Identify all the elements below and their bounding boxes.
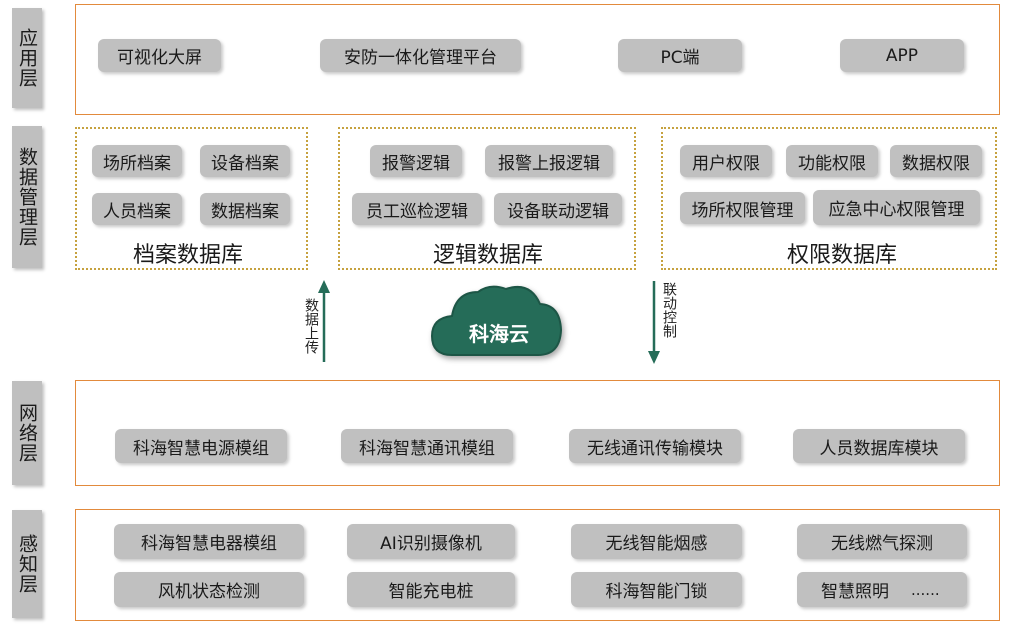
smart-lighting-label: 智慧照明 xyxy=(821,582,889,602)
archive-item-personnel: 人员档案 xyxy=(92,193,182,225)
layer-label-perception: 感知层 xyxy=(12,510,42,618)
layer-label-network: 网络层 xyxy=(12,381,42,485)
upload-arrow-label: 数据上传 xyxy=(303,298,319,354)
permission-item-function: 功能权限 xyxy=(786,145,878,177)
logic-database-group xyxy=(338,127,636,270)
perception-item-fan-monitor: 风机状态检测 xyxy=(114,572,304,607)
perception-item-charging-pile: 智能充电桩 xyxy=(347,572,515,607)
control-arrow-label: 联动控制 xyxy=(661,282,677,338)
layer-label-data-management: 数据管理层 xyxy=(12,126,42,268)
permission-database-title: 权限数据库 xyxy=(786,243,898,268)
logic-database-title: 逻辑数据库 xyxy=(432,243,544,268)
logic-item-device-linkage: 设备联动逻辑 xyxy=(494,193,622,225)
perception-item-smart-lock: 科海智能门锁 xyxy=(571,572,742,607)
network-item-wireless-module: 无线通讯传输模块 xyxy=(569,429,741,463)
archive-item-site: 场所档案 xyxy=(92,145,182,177)
cloud-label: 科海云 xyxy=(469,322,529,346)
network-item-comm-module: 科海智慧通讯模组 xyxy=(341,429,513,463)
perception-item-smart-lighting: 智慧照明 ...... xyxy=(797,572,967,607)
permission-database-group xyxy=(661,127,997,270)
upload-arrow xyxy=(318,280,330,362)
permission-item-emergency-center: 应急中心权限管理 xyxy=(813,190,980,225)
archive-item-device: 设备档案 xyxy=(200,145,290,177)
app-item-app: APP xyxy=(840,39,964,72)
archive-database-title: 档案数据库 xyxy=(132,243,244,268)
permission-item-user: 用户权限 xyxy=(680,145,772,177)
logic-item-staff-patrol: 员工巡检逻辑 xyxy=(352,193,482,225)
permission-item-data: 数据权限 xyxy=(890,145,982,177)
perception-item-ai-camera: AI识别摄像机 xyxy=(347,524,515,559)
permission-item-site-management: 场所权限管理 xyxy=(680,192,805,224)
archive-database-group xyxy=(75,127,308,270)
layer-label-application: 应用层 xyxy=(12,8,42,108)
perception-item-gas-detector: 无线燃气探测 xyxy=(797,524,967,559)
more-items-ellipsis: ...... xyxy=(911,580,940,599)
network-item-power-module: 科海智慧电源模组 xyxy=(115,429,287,463)
perception-item-appliance-module: 科海智慧电器模组 xyxy=(114,524,304,559)
control-arrow xyxy=(648,281,660,364)
app-item-visual-screen: 可视化大屏 xyxy=(98,39,221,72)
logic-item-alarm-report: 报警上报逻辑 xyxy=(485,145,613,177)
archive-item-data: 数据档案 xyxy=(200,193,290,225)
app-item-security-platform: 安防一体化管理平台 xyxy=(320,39,521,72)
logic-item-alarm: 报警逻辑 xyxy=(370,145,462,177)
perception-item-smoke-sensor: 无线智能烟感 xyxy=(571,524,742,559)
network-item-personnel-db-module: 人员数据库模块 xyxy=(793,429,965,463)
app-item-pc: PC端 xyxy=(618,39,742,72)
